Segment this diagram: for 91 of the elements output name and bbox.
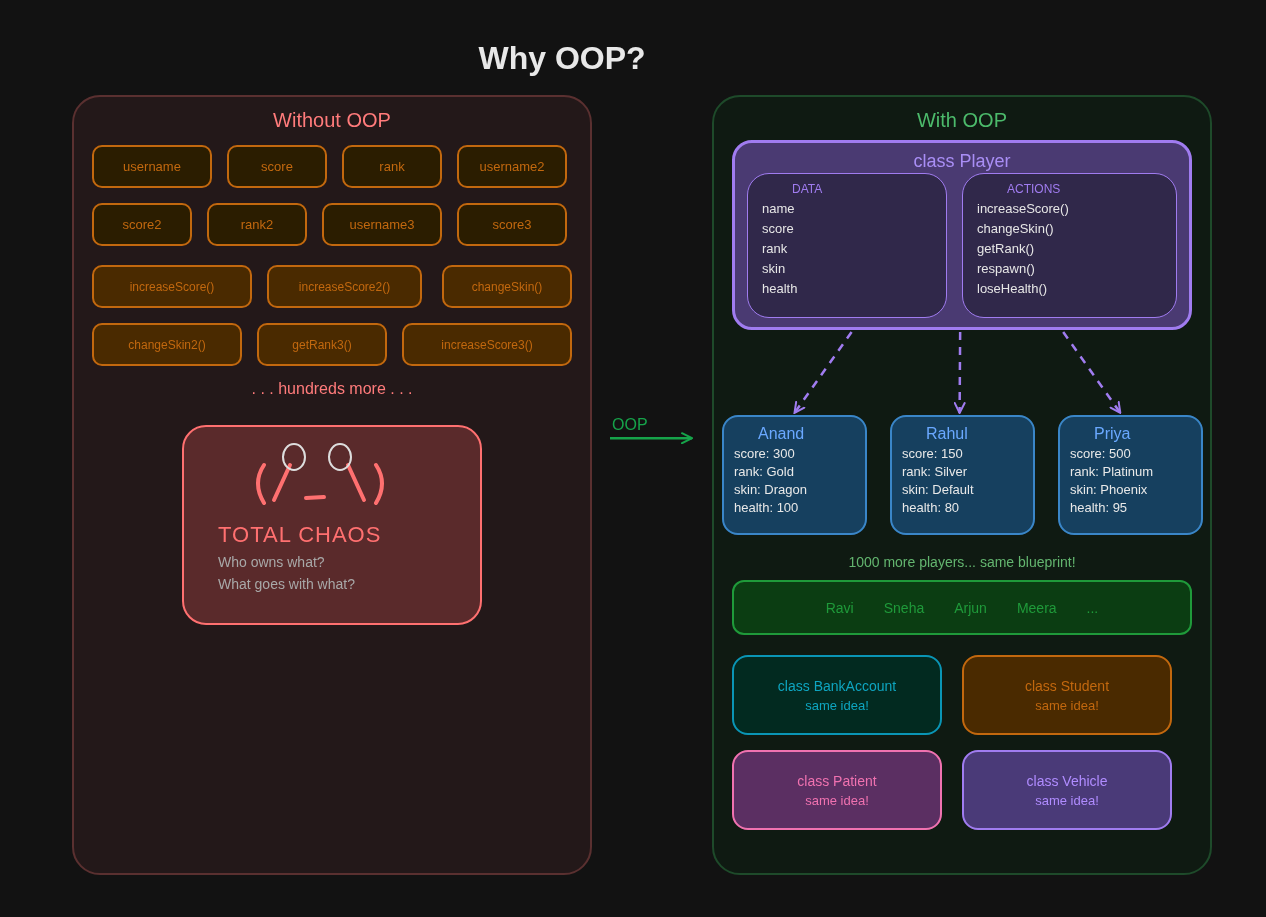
function-name: increaseScore() (129, 279, 215, 294)
variable-name: username3 (349, 217, 415, 232)
class-name: class Patient (797, 772, 877, 789)
function-name: increaseScore3() (441, 337, 533, 352)
panel (712, 95, 1212, 875)
variable-box (457, 203, 567, 246)
player-name: Arjun (954, 599, 987, 616)
function-box (402, 323, 572, 366)
variable-name: rank (379, 159, 405, 174)
object-field: score: 150 (902, 446, 963, 461)
object-field: skin: Dragon (734, 482, 807, 497)
variable-box (92, 145, 212, 188)
section-heading: DATA (792, 182, 823, 196)
function-box (442, 265, 572, 308)
panel (72, 95, 592, 875)
class-name: class Vehicle (1026, 772, 1108, 789)
class-card (962, 655, 1172, 735)
object-card (1058, 415, 1203, 535)
panel-title: Without OOP (273, 109, 391, 132)
member-list-box (962, 173, 1177, 318)
function-name: getRank3() (292, 337, 352, 352)
player-name: Ravi (825, 599, 854, 616)
function-name: changeSkin2() (128, 337, 206, 352)
player-name: Sneha (883, 599, 925, 616)
variable-box (207, 203, 307, 246)
variable-name: score3 (492, 217, 532, 232)
member-name: skin (762, 261, 786, 276)
function-name: increaseScore2() (298, 279, 391, 294)
function-box (92, 265, 252, 308)
object-name: Priya (1094, 425, 1131, 443)
member-name: name (762, 201, 795, 216)
player-name: Meera (1016, 599, 1057, 616)
object-field: score: 500 (1070, 446, 1131, 461)
object-name: Rahul (926, 425, 968, 443)
variable-name: rank2 (240, 217, 274, 232)
member-list-box (747, 173, 947, 318)
class-title: class Player (913, 151, 1011, 172)
variable-box (457, 145, 567, 188)
member-name: loseHealth() (977, 281, 1048, 296)
object-field: skin: Phoenix (1070, 482, 1148, 497)
variable-name: username (123, 159, 181, 174)
object-card (722, 415, 867, 535)
class-note: same idea! (805, 792, 869, 808)
member-name: rank (762, 241, 788, 256)
member-name: getRank() (977, 241, 1035, 256)
class-name: class BankAccount (777, 677, 897, 694)
function-name: changeSkin() (471, 279, 543, 294)
function-box (267, 265, 422, 308)
member-name: increaseScore() (977, 201, 1069, 216)
variable-box (322, 203, 442, 246)
function-box (92, 323, 242, 366)
object-field: rank: Platinum (1070, 464, 1154, 479)
class-name: class Student (1024, 677, 1110, 694)
player-name: ... (1086, 599, 1099, 616)
variable-box (342, 145, 442, 188)
class-note: same idea! (1035, 792, 1099, 808)
object-field: health: 100 (734, 500, 799, 515)
question-text: What goes with what? (218, 576, 355, 592)
section-heading: ACTIONS (1007, 182, 1061, 196)
object-field: skin: Default (902, 482, 974, 497)
object-field: score: 300 (734, 446, 795, 461)
player-list-band (732, 580, 1192, 635)
variable-box (227, 145, 327, 188)
note-text: 1000 more players... same blueprint! (847, 554, 1077, 570)
class-card (732, 750, 942, 830)
class-note: same idea! (805, 697, 869, 713)
chaos-heading: TOTAL CHAOS (218, 522, 382, 548)
class-card (732, 140, 1192, 330)
class-card (732, 655, 942, 735)
ellipsis-note: . . . hundreds more . . . (250, 380, 414, 398)
object-field: health: 95 (1070, 500, 1128, 515)
object-card (890, 415, 1035, 535)
function-box (257, 323, 387, 366)
object-name: Anand (758, 425, 805, 443)
class-card (962, 750, 1172, 830)
question-text: Who owns what? (218, 554, 325, 570)
object-field: rank: Gold (734, 464, 794, 479)
panel-title: With OOP (917, 109, 1007, 132)
member-name: respawn() (977, 261, 1035, 276)
variable-name: username2 (479, 159, 545, 174)
member-name: score (762, 221, 794, 236)
variable-box (92, 203, 192, 246)
object-field: health: 80 (902, 500, 960, 515)
variable-name: score2 (122, 217, 162, 232)
member-name: changeSkin() (977, 221, 1054, 236)
diagram-title: Why OOP? (477, 40, 647, 77)
object-field: rank: Silver (902, 464, 968, 479)
variable-name: score (261, 159, 293, 174)
member-name: health (762, 281, 798, 296)
class-note: same idea! (1035, 697, 1099, 713)
chaos-card (182, 425, 482, 625)
